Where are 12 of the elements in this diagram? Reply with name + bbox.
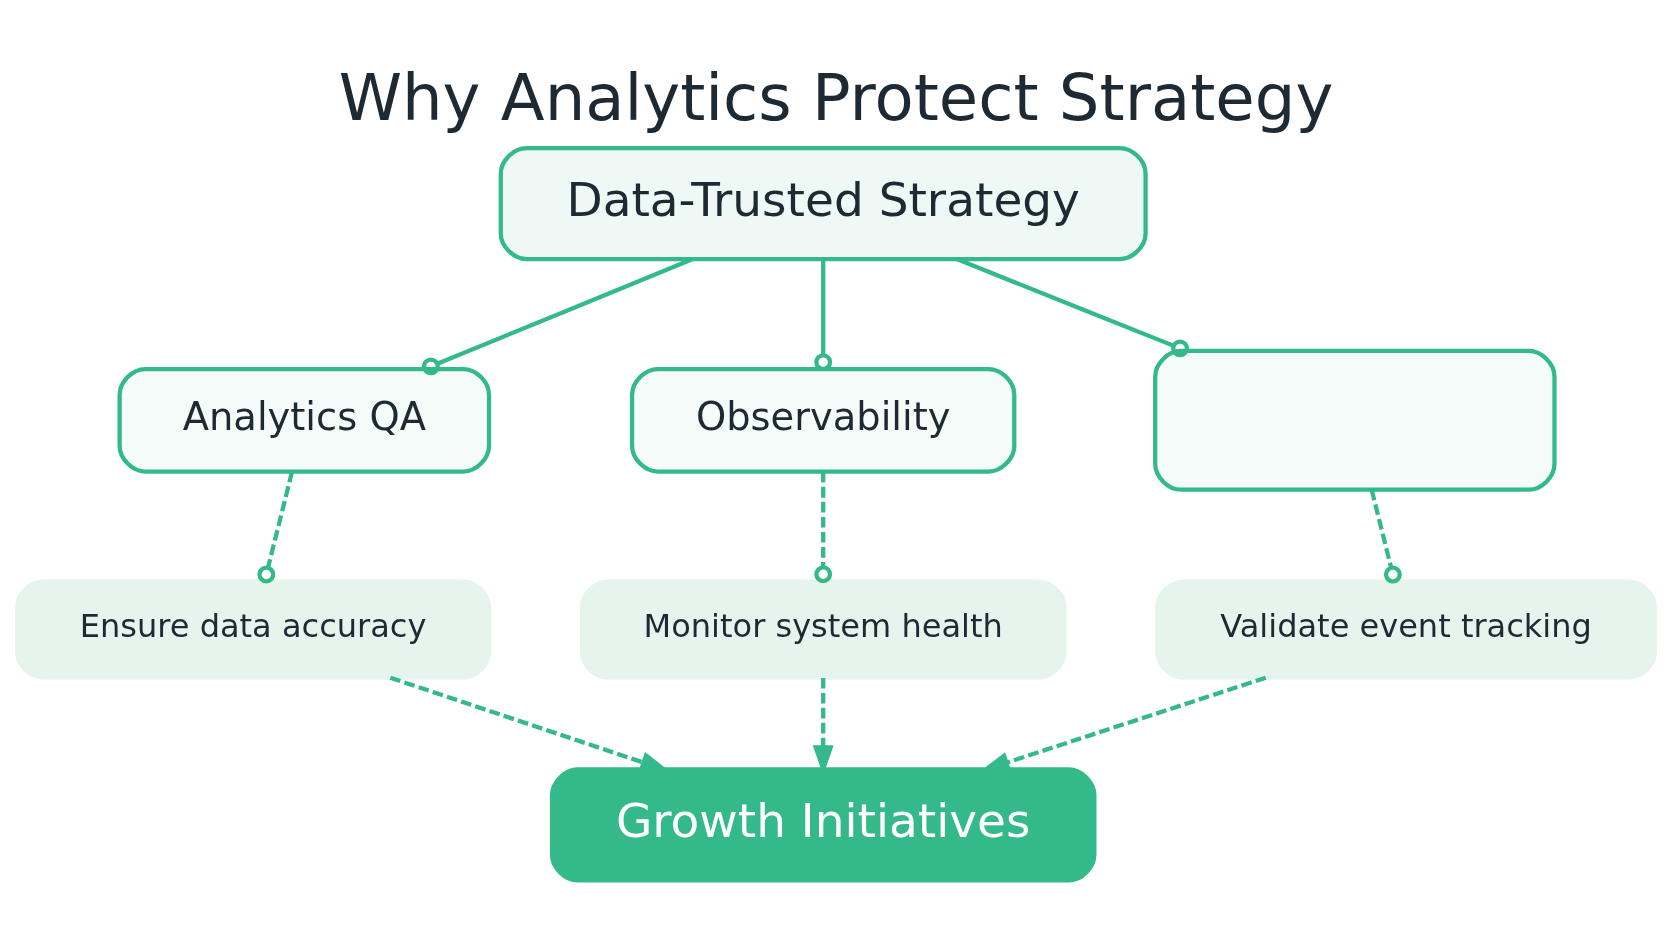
diagram-title: Why Analytics Protect Strategy (338, 61, 1334, 136)
node-box (1153, 348, 1557, 492)
node-box: Monitor system health (579, 579, 1067, 680)
node-box: Ensure data accuracy (15, 579, 492, 680)
connector (814, 472, 833, 584)
node-box: Analytics QA (117, 366, 492, 474)
connector (257, 471, 294, 584)
node-box: Growth Initiatives (549, 767, 1097, 883)
node-box: Validate event tracking (1155, 579, 1657, 680)
connector (1369, 489, 1402, 584)
node-box: Data-Trusted Strategy (498, 145, 1148, 262)
node-box: Observability (629, 366, 1017, 474)
